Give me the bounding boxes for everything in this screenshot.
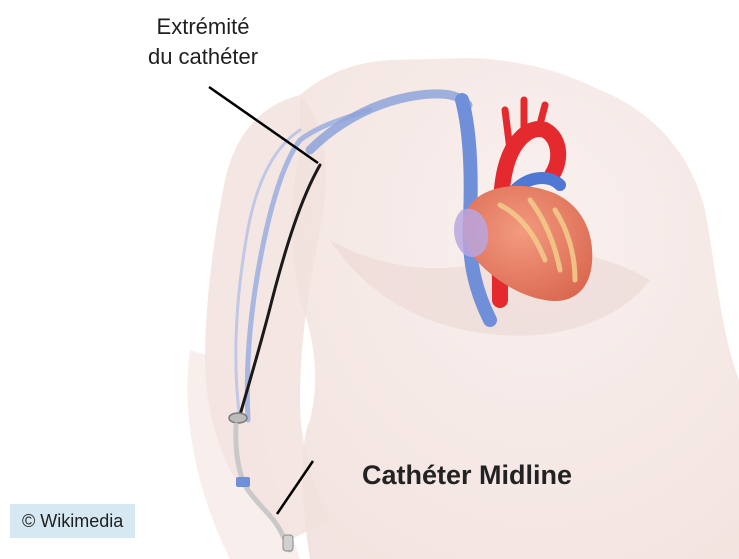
catheter-tip-label: Extrémité du cathéter [118, 12, 288, 72]
diagram-title: Cathéter Midline [362, 460, 572, 491]
credit-badge: © Wikimedia [10, 504, 135, 538]
catheter-tip-label-line2: du cathéter [118, 42, 288, 72]
tubing-connector [283, 535, 293, 551]
catheter-tip-label-line1: Extrémité [118, 12, 288, 42]
catheter-hub [229, 413, 247, 423]
tubing-clamp [236, 477, 250, 487]
